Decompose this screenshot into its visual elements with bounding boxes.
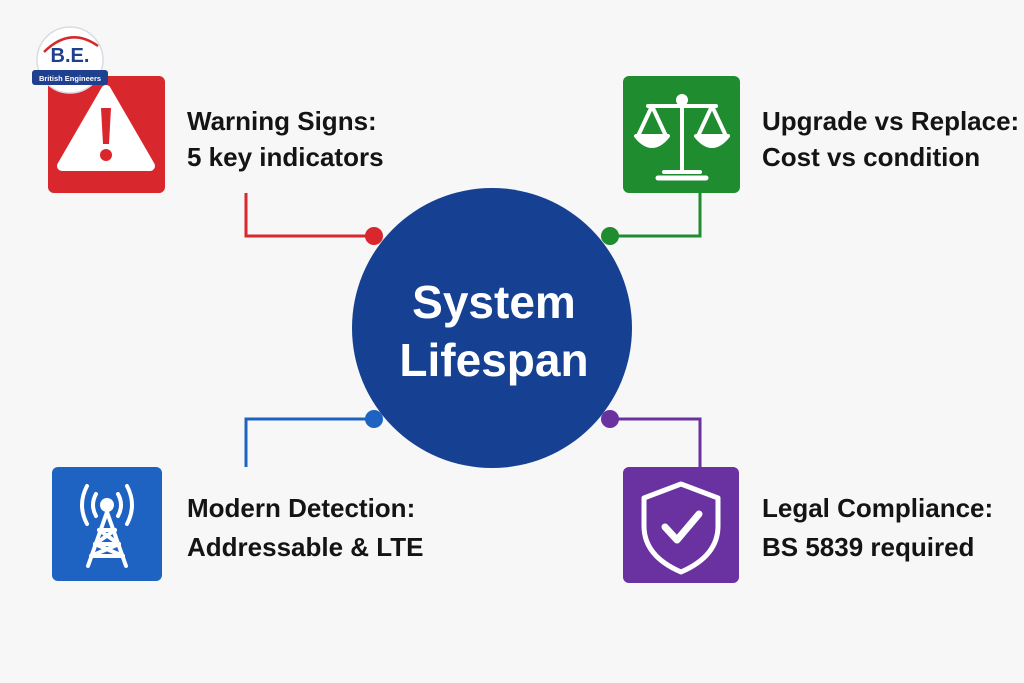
hub-title-line2: Lifespan: [399, 334, 588, 386]
logo-name: British Engineers: [39, 74, 101, 83]
radio-tower-icon: [80, 484, 134, 568]
connector-upgrade: [601, 193, 702, 245]
logo-swoosh: [43, 36, 99, 53]
balance-scale-icon: [634, 94, 730, 181]
detection-title: Modern Detection:: [187, 493, 415, 523]
logo-initials: B.E.: [51, 45, 90, 67]
hub: System Lifespan: [352, 188, 632, 468]
detection-subtitle: Addressable & LTE: [187, 532, 423, 562]
brand-logo: B.E. British Engineers: [32, 26, 108, 94]
node-compliance: Legal Compliance: BS 5839 required: [623, 467, 993, 583]
node-detection: Modern Detection: Addressable & LTE: [52, 467, 423, 581]
node-upgrade: Upgrade vs Replace: Cost vs condition: [623, 76, 1019, 193]
detection-icon-tile: [52, 467, 162, 581]
connector-warning: [244, 193, 383, 245]
shield-check-icon: [641, 481, 721, 575]
connector-compliance: [601, 410, 702, 467]
logo-banner: [32, 70, 108, 85]
connector-detection: [244, 410, 383, 467]
hub-title-line1: System: [412, 276, 576, 328]
upgrade-subtitle: Cost vs condition: [762, 142, 980, 172]
hub-circle: [352, 188, 632, 468]
compliance-subtitle: BS 5839 required: [762, 532, 974, 562]
warning-triangle-icon: [57, 85, 155, 171]
compliance-title: Legal Compliance:: [762, 493, 993, 523]
warning-title: Warning Signs:: [187, 106, 377, 136]
warning-subtitle: 5 key indicators: [187, 142, 384, 172]
node-warning: Warning Signs: 5 key indicators: [48, 76, 384, 193]
upgrade-title: Upgrade vs Replace:: [762, 106, 1019, 136]
